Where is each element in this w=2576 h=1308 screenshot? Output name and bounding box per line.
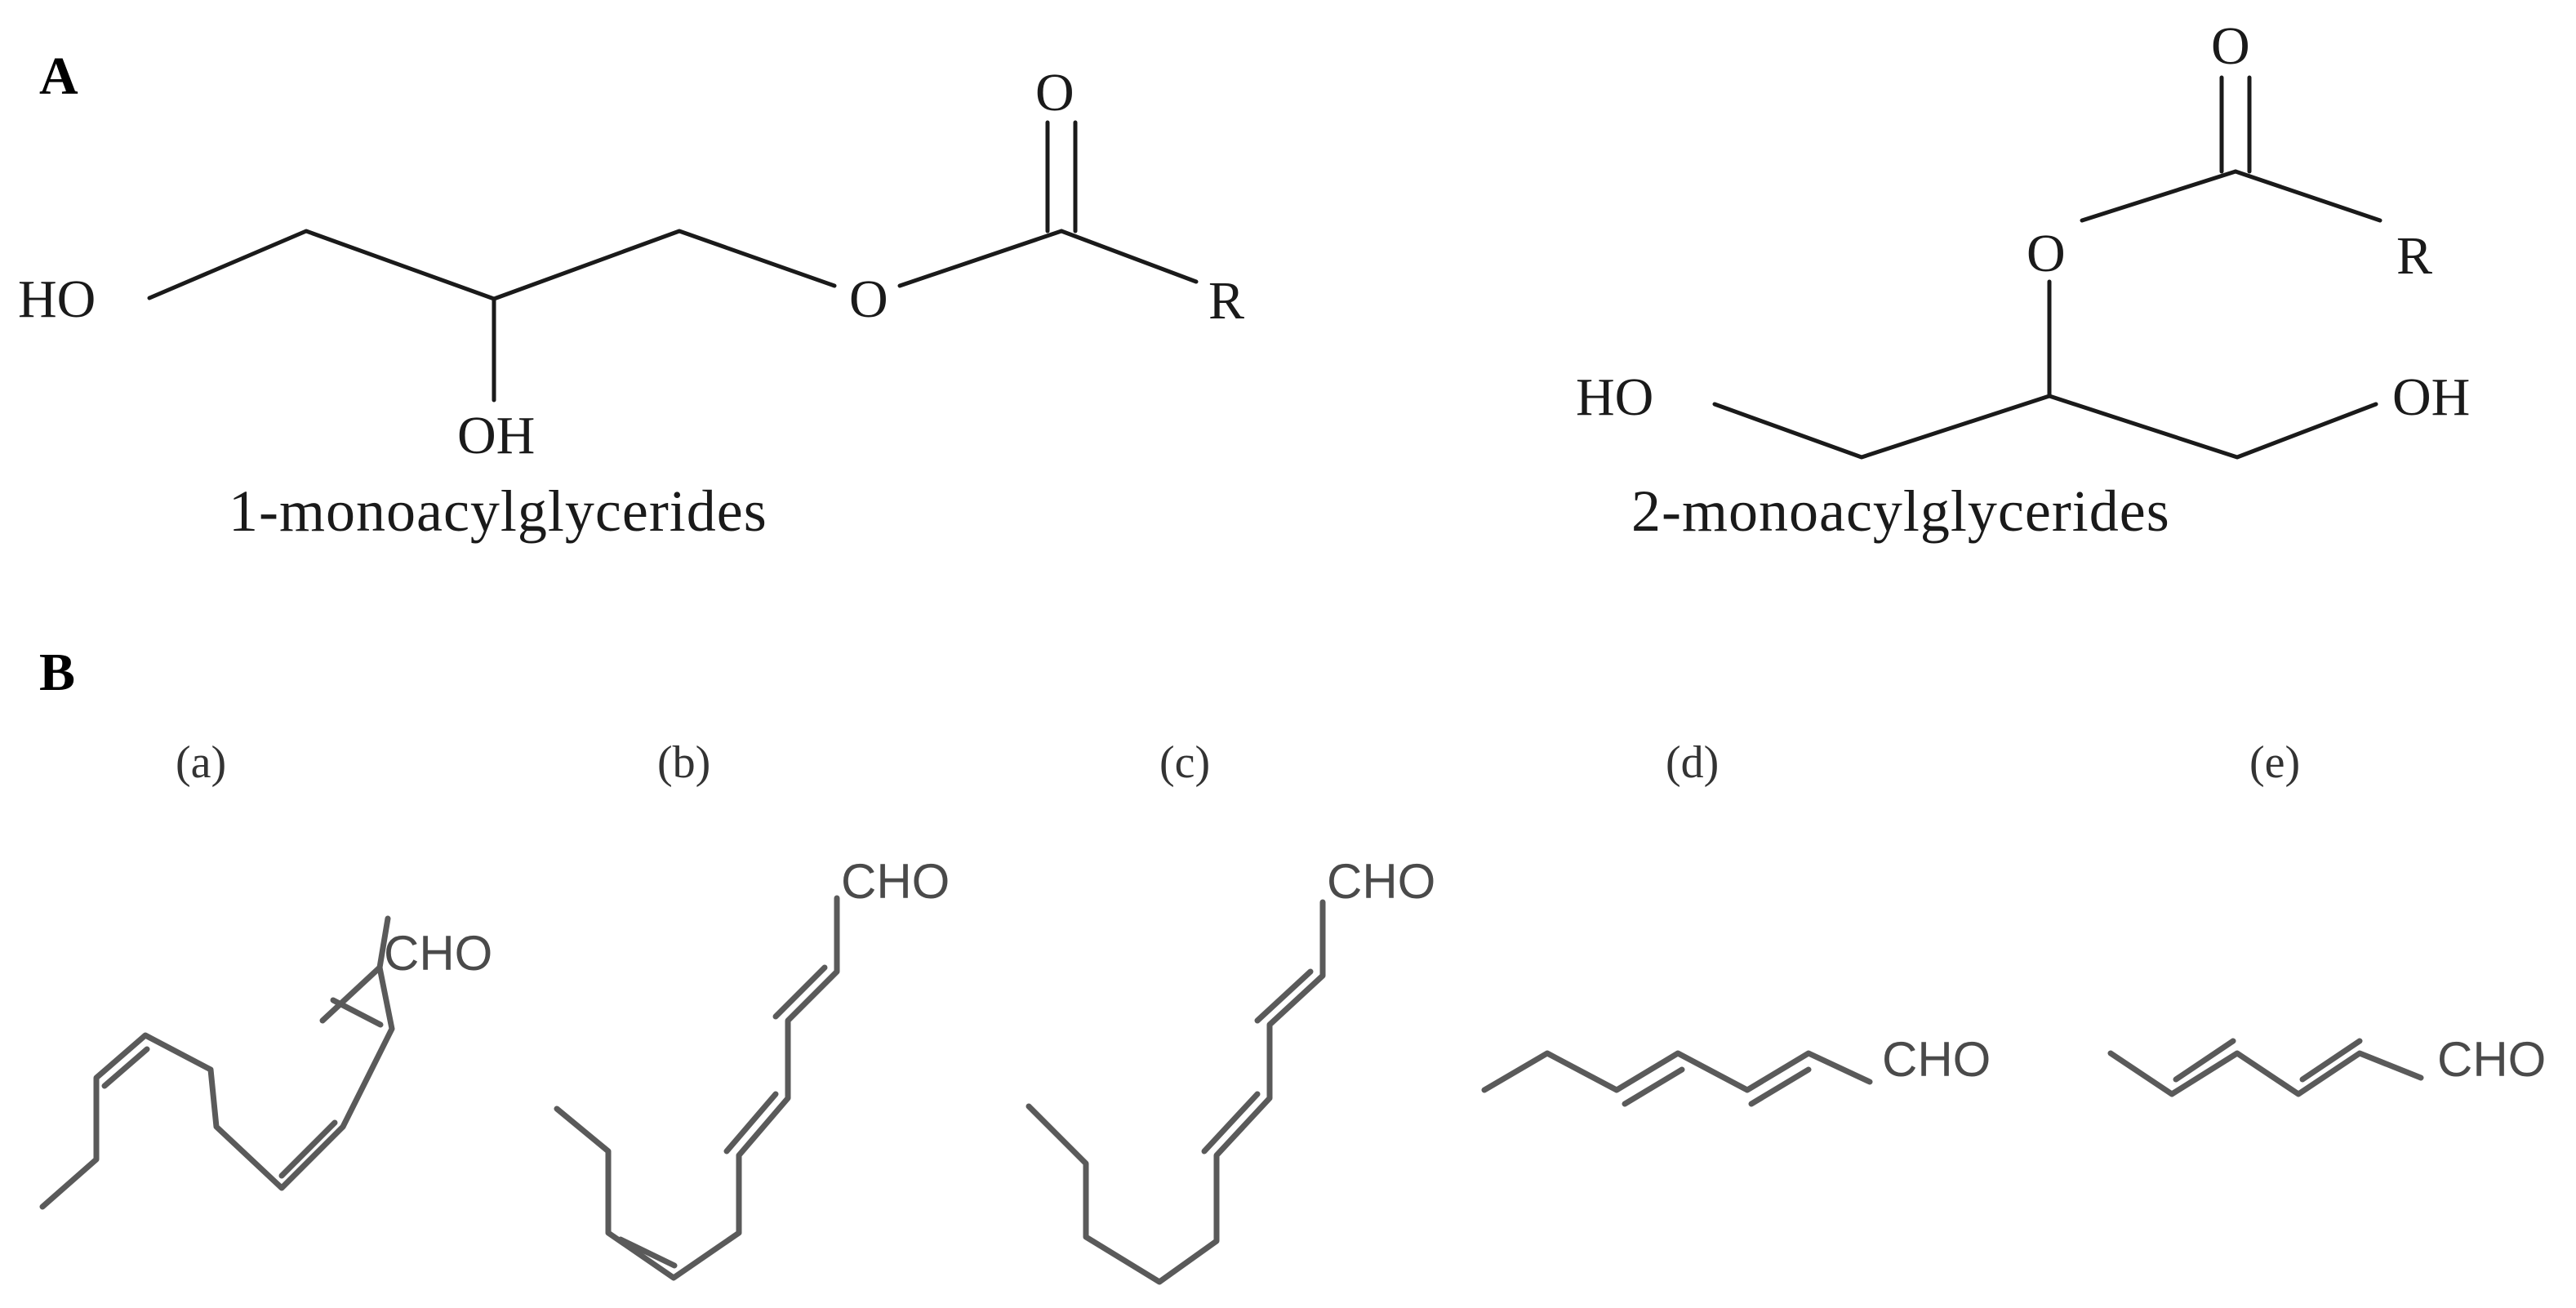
aldehyde-group-label: CHO (2437, 1032, 2546, 1087)
hydroxyl-label: OH (2392, 367, 2470, 427)
hydroxyl-label: HO (18, 269, 96, 329)
acyl-r-bond (1059, 229, 1199, 284)
carbon-chain (1026, 899, 1326, 1285)
double-bond (1748, 1066, 1812, 1107)
glycerol-backbone-bond (1712, 394, 2378, 460)
ester-oxygen-bond (2080, 169, 2238, 223)
aldehyde-structure-d: CHO (1481, 1032, 1991, 1107)
ester-oxygen-bond (897, 229, 1064, 288)
aldehyde-structure-e: CHO (2107, 1032, 2546, 1097)
carbon-chain (39, 964, 395, 1210)
glycerol-backbone-bond (147, 229, 837, 301)
aldehyde-group-label: CHO (1327, 854, 1435, 909)
panel-b-label: B (39, 643, 75, 702)
compound-label: (d) (1666, 737, 1719, 788)
aldehyde-group-label: CHO (384, 926, 492, 981)
carbon-chain (1481, 1050, 1873, 1093)
double-bond (101, 1046, 150, 1089)
carbon-chain (554, 895, 840, 1281)
double-bond (723, 1091, 779, 1155)
compound-label: (c) (1159, 737, 1210, 788)
aldehyde-group-label: CHO (1882, 1032, 1991, 1087)
aldehyde-structure-b: CHO (554, 854, 950, 1281)
aldehyde-bond (376, 915, 391, 971)
compound-label: (b) (657, 737, 710, 788)
double-bond (1622, 1066, 1685, 1107)
acyl-r-bond (2233, 169, 2382, 223)
r-group-label: R (2396, 226, 2432, 286)
ester-oxygen-label: O (849, 269, 888, 329)
carbonyl-oxygen-label: O (2211, 16, 2250, 76)
carbonyl-oxygen-label: O (1035, 63, 1074, 122)
compound-label: (e) (2249, 737, 2300, 788)
compound-name: 2-monoacylglycerides (1631, 478, 2170, 544)
double-bond (1201, 1091, 1261, 1155)
structure-2-monoacylglycerides: HO OH O O R 2-monoacylglycerides (1576, 16, 2470, 544)
aldehyde-group-label: CHO (841, 854, 950, 909)
double-bond (617, 1236, 678, 1269)
hydroxyl-label: OH (457, 406, 535, 465)
compound-label: (a) (176, 737, 226, 788)
aldehyde-structure-a: CHO (39, 915, 492, 1210)
panel-a-label: A (39, 47, 78, 106)
hydroxyl-label: HO (1576, 367, 1653, 427)
aldehyde-structure-c: CHO (1026, 854, 1435, 1285)
compound-name: 1-monoacylglycerides (229, 478, 767, 544)
double-bond (1254, 968, 1314, 1024)
ester-oxygen-label: O (2027, 224, 2066, 283)
double-bond (278, 1119, 338, 1179)
double-bond (2299, 1038, 2363, 1083)
double-bond (319, 964, 383, 1024)
structure-1-monoacylglycerides: HO OH O O R 1-monoacylglycerides (18, 63, 1244, 544)
carbon-chain (2107, 1050, 2424, 1097)
double-bond (2173, 1038, 2236, 1083)
r-group-label: R (1208, 271, 1244, 331)
double-bond (772, 964, 828, 1020)
